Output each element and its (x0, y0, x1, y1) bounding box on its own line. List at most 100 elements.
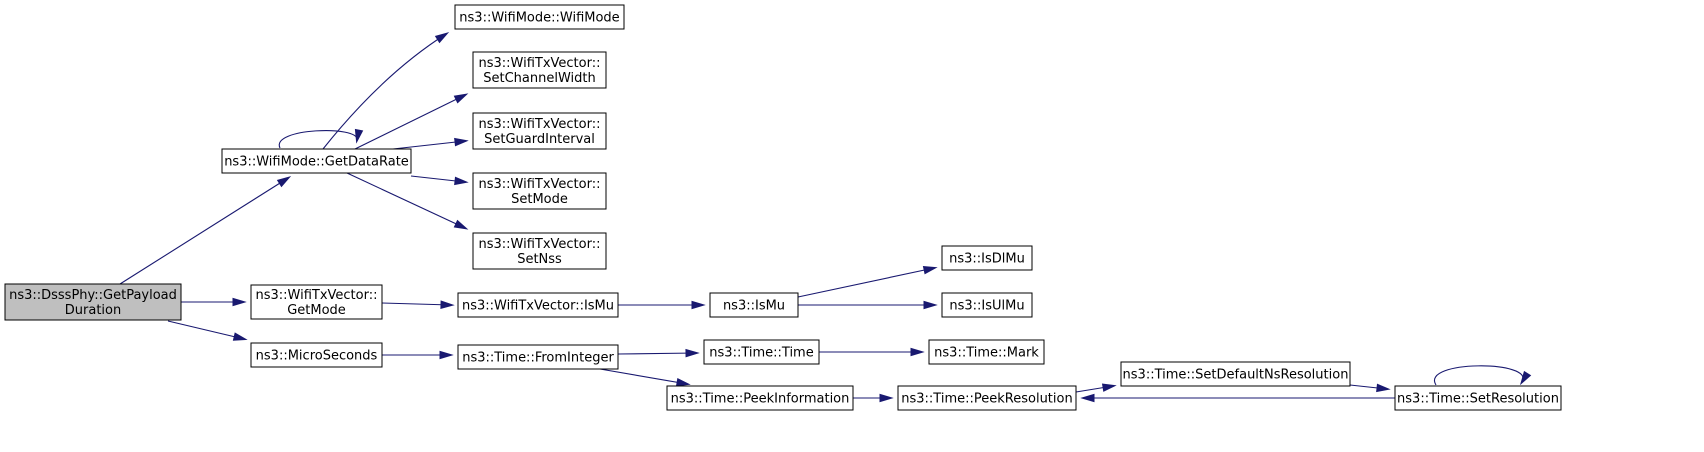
node-label: ns3::Time::SetResolution (1397, 392, 1559, 407)
node-box (457, 344, 619, 370)
node-setmode[interactable]: ns3::WifiTxVector::SetMode (472, 172, 607, 210)
node-box (941, 292, 1033, 318)
arrowhead (453, 93, 469, 104)
call-edge-peekinformation-to-peekresolution (853, 393, 894, 403)
arrowhead (691, 300, 706, 310)
call-edge-peekresolution-to-setdefaultnsresolution (1075, 383, 1117, 393)
node-mark[interactable]: ns3::Time::Mark (928, 339, 1045, 365)
call-edge-setresolution-to-setresolution (1433, 365, 1532, 386)
node-peekresolution[interactable]: ns3::Time::PeekResolution (897, 385, 1077, 411)
node-box (4, 283, 182, 321)
node-label: SetNss (517, 252, 562, 267)
node-label: ns3::WifiMode::WifiMode (459, 11, 619, 26)
arrowhead (922, 266, 938, 275)
node-peekinformation[interactable]: ns3::Time::PeekInformation (666, 385, 854, 411)
node-label: ns3::WifiTxVector:: (478, 56, 600, 71)
node-microseconds[interactable]: ns3::MicroSeconds (250, 342, 383, 368)
node-setdefaultnsresolution[interactable]: ns3::Time::SetDefaultNsResolution (1120, 361, 1351, 387)
node-label: ns3::Time::PeekInformation (671, 392, 850, 407)
arrowhead (454, 176, 469, 186)
node-box (703, 339, 820, 365)
node-label: ns3::MicroSeconds (256, 349, 378, 364)
node-label: SetChannelWidth (483, 71, 596, 86)
node-isdlmu[interactable]: ns3::IsDlMu (941, 245, 1033, 271)
node-label: ns3::Time::PeekResolution (901, 392, 1072, 407)
call-edge-getdatarate-to-setmode (410, 175, 469, 186)
node-box (472, 51, 607, 89)
node-label: ns3::Time::Mark (934, 346, 1039, 361)
arrowhead (879, 393, 894, 403)
node-box (941, 245, 1033, 271)
node-box (666, 385, 854, 411)
arrowhead (276, 176, 292, 188)
node-txismu[interactable]: ns3::WifiTxVector::IsMu (457, 292, 619, 318)
node-label: ns3::WifiTxVector:: (478, 177, 600, 192)
node-label: ns3::Time::FromInteger (462, 351, 614, 366)
arrowhead (354, 128, 364, 144)
node-box (454, 4, 625, 30)
node-box (472, 112, 607, 150)
call-edge-time-to-mark (819, 347, 925, 357)
arrowhead (1519, 370, 1532, 386)
node-box (457, 292, 619, 318)
node-label: ns3::WifiTxVector:: (478, 117, 600, 132)
arrowhead (1101, 383, 1117, 392)
call-edge-microseconds-to-frominteger (382, 350, 454, 360)
arrowhead (1376, 383, 1391, 393)
node-box (928, 339, 1045, 365)
node-label: ns3::IsDlMu (949, 252, 1025, 267)
call-edge-getdatarate-to-setchannelwidth (354, 93, 469, 150)
arrowhead (434, 31, 450, 44)
node-label: ns3::IsMu (723, 299, 785, 314)
node-box (250, 342, 383, 368)
call-edge-root-to-getdatarate (119, 176, 292, 285)
arrowhead (685, 348, 700, 358)
call-edge-setdefaultnsresolution-to-setresolution (1349, 383, 1391, 393)
arrowhead (232, 297, 247, 307)
node-wifimode[interactable]: ns3::WifiMode::WifiMode (454, 4, 625, 30)
call-edge-getdatarate-to-setnss (346, 172, 469, 230)
node-label: ns3::WifiTxVector:: (255, 288, 377, 303)
node-ismu[interactable]: ns3::IsMu (709, 292, 799, 318)
node-time[interactable]: ns3::Time::Time (703, 339, 820, 365)
node-label: GetMode (287, 303, 346, 318)
node-box (709, 292, 799, 318)
node-box (250, 284, 383, 320)
call-edge-ismu-to-isulmu (798, 300, 938, 310)
node-label: ns3::WifiTxVector:: (478, 237, 600, 252)
node-box (221, 148, 412, 174)
node-setguardinterval[interactable]: ns3::WifiTxVector::SetGuardInterval (472, 112, 607, 150)
call-edge-root-to-getmode (181, 297, 247, 307)
arrowhead (910, 347, 925, 357)
node-frominteger[interactable]: ns3::Time::FromInteger (457, 344, 619, 370)
arrowhead (440, 300, 455, 309)
node-label: ns3::DsssPhy::GetPayload (9, 288, 177, 303)
node-label: ns3::WifiMode::GetDataRate (224, 155, 409, 170)
node-box (1394, 385, 1562, 411)
node-label: ns3::IsUlMu (949, 299, 1024, 314)
arrowhead (454, 137, 469, 147)
node-box (1120, 361, 1351, 387)
node-setchannelwidth[interactable]: ns3::WifiTxVector::SetChannelWidth (472, 51, 607, 89)
call-edge-root-to-microseconds (167, 320, 248, 341)
node-label: Duration (65, 303, 121, 318)
node-getmode[interactable]: ns3::WifiTxVector::GetMode (250, 284, 383, 320)
call-edge-txismu-to-ismu (618, 300, 706, 310)
call-edge-getdatarate-to-getdatarate (278, 128, 364, 149)
node-setnss[interactable]: ns3::WifiTxVector::SetNss (472, 232, 607, 270)
arrowhead (923, 300, 938, 310)
node-isulmu[interactable]: ns3::IsUlMu (941, 292, 1033, 318)
node-setresolution[interactable]: ns3::Time::SetResolution (1394, 385, 1562, 411)
node-box (472, 232, 607, 270)
node-getdatarate[interactable]: ns3::WifiMode::GetDataRate (221, 148, 412, 174)
node-label: ns3::Time::Time (709, 346, 813, 361)
call-edge-ismu-to-isdlmu (797, 266, 938, 298)
node-label: SetGuardInterval (484, 132, 595, 147)
node-box (472, 172, 607, 210)
arrowhead (453, 219, 469, 230)
call-edge-getdatarate-to-wifimode (322, 31, 450, 150)
call-edge-setresolution-to-peekresolution (1080, 393, 1395, 403)
node-label: ns3::WifiTxVector::IsMu (462, 299, 614, 314)
